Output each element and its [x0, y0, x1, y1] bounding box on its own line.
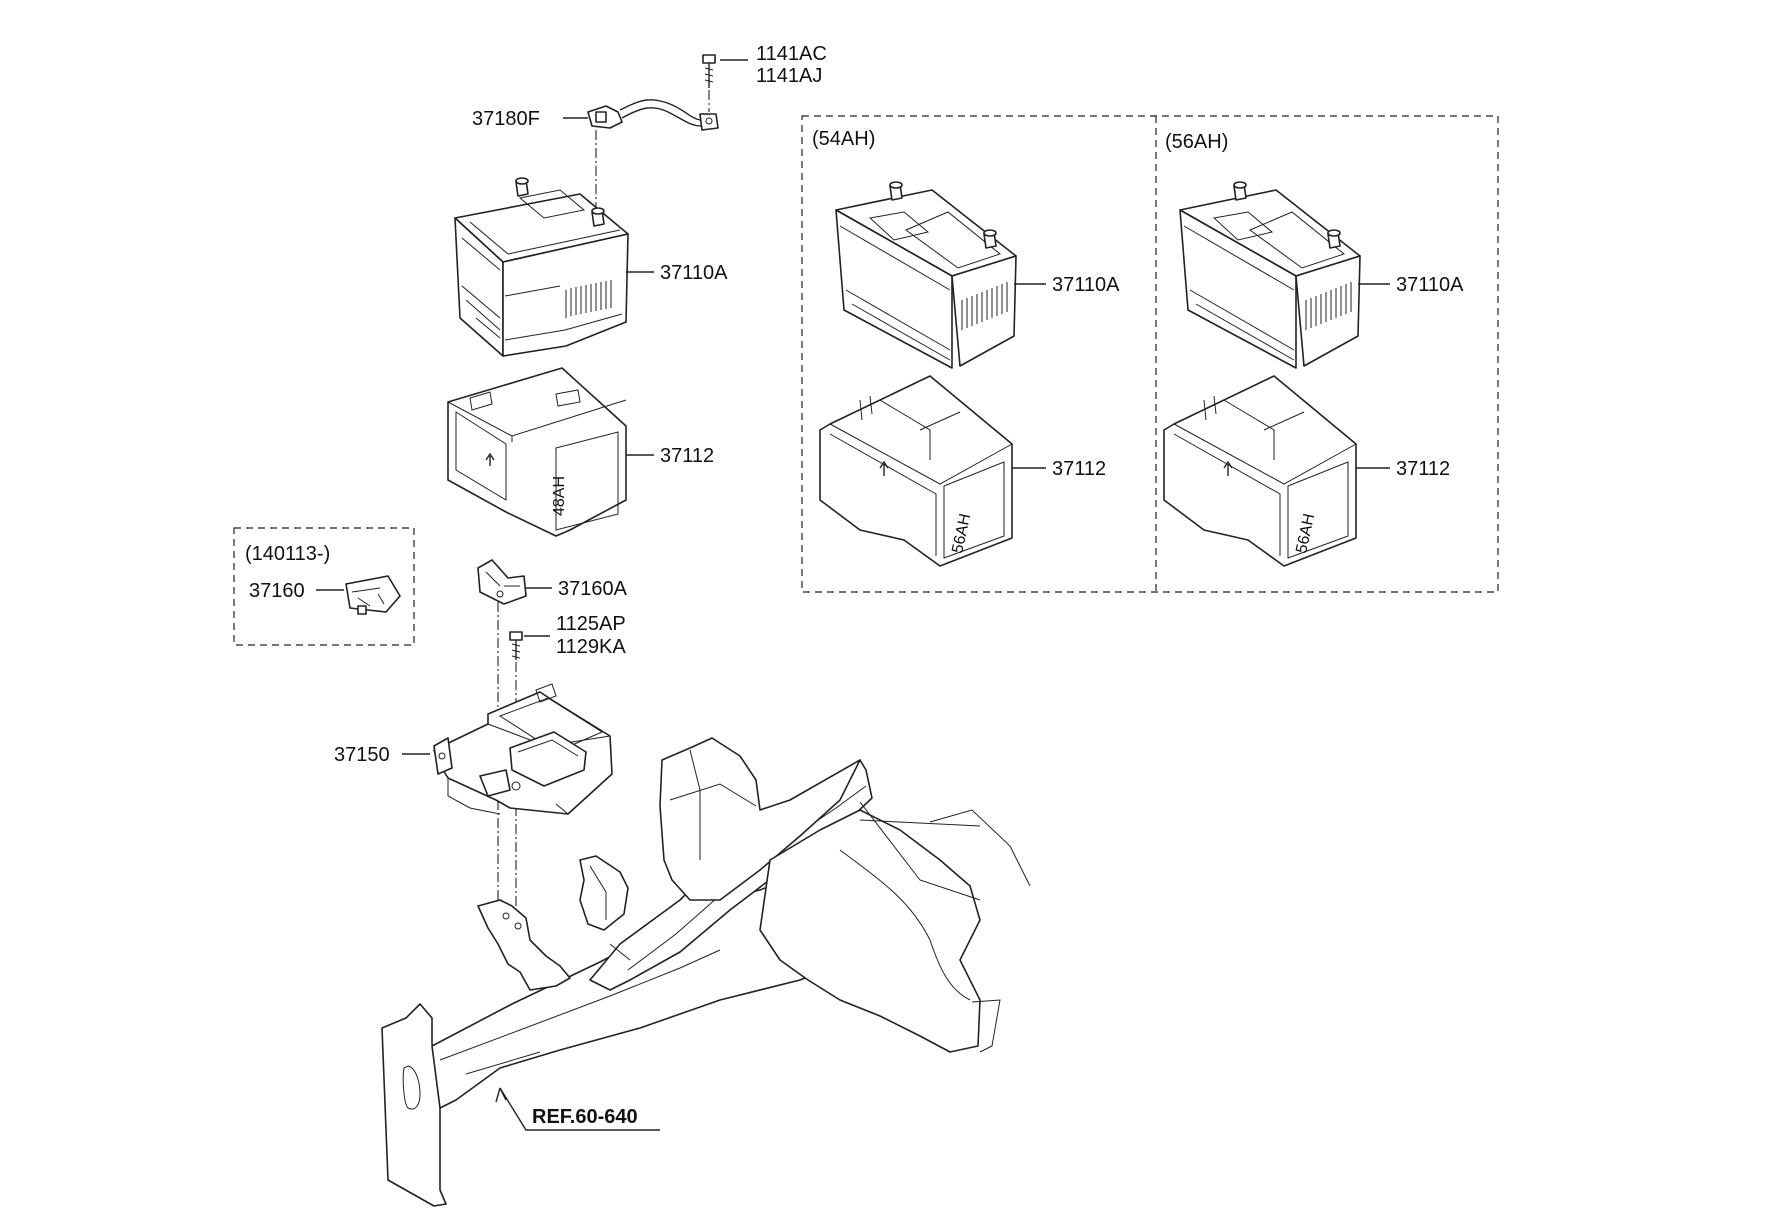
label-37112-54ah: 37112 [1052, 458, 1106, 480]
label-37180f: 37180F [472, 108, 540, 130]
label-37112-56ah: 37112 [1396, 458, 1450, 480]
battery-main-icon [454, 177, 629, 357]
label-56ah: (56AH) [1165, 131, 1228, 153]
bolt-1141ac-icon [702, 54, 716, 112]
insulator-main-mark: 48AH [551, 476, 568, 516]
label-date-range: (140113-) [245, 543, 330, 565]
vehicle-body-structure [381, 737, 1031, 1207]
label-1129ka: 1129KA [556, 636, 626, 658]
label-37110a-54ah: 37110A [1052, 274, 1120, 296]
battery-cable-icon [587, 99, 719, 131]
battery-56ah-icon [1179, 181, 1361, 369]
label-1141ac: 1141AC [756, 43, 827, 65]
label-1125ap: 1125AP [556, 613, 626, 635]
label-1141aj: 1141AJ [756, 65, 822, 87]
date-range-box [233, 527, 415, 646]
label-ref-60-640: REF.60-640 [532, 1106, 638, 1128]
bolt-1125ap-icon [509, 631, 523, 660]
label-37150: 37150 [334, 744, 390, 766]
variant-box [801, 115, 1499, 593]
battery-tray-icon [433, 683, 613, 815]
battery-insulator-main-icon [447, 367, 627, 537]
label-37112-main: 37112 [660, 445, 714, 467]
label-37160a: 37160A [558, 578, 628, 600]
battery-54ah-icon [835, 181, 1017, 369]
bracket-alt-icon [345, 575, 401, 615]
label-37110a-56ah: 37110A [1396, 274, 1464, 296]
label-37160: 37160 [249, 580, 305, 602]
insulator-54ah-icon [819, 375, 1013, 567]
insulator-56ah-icon [1163, 375, 1357, 567]
label-54ah: (54AH) [812, 128, 875, 150]
bracket-37160a-icon [477, 559, 527, 605]
label-37110a-main: 37110A [660, 262, 728, 284]
